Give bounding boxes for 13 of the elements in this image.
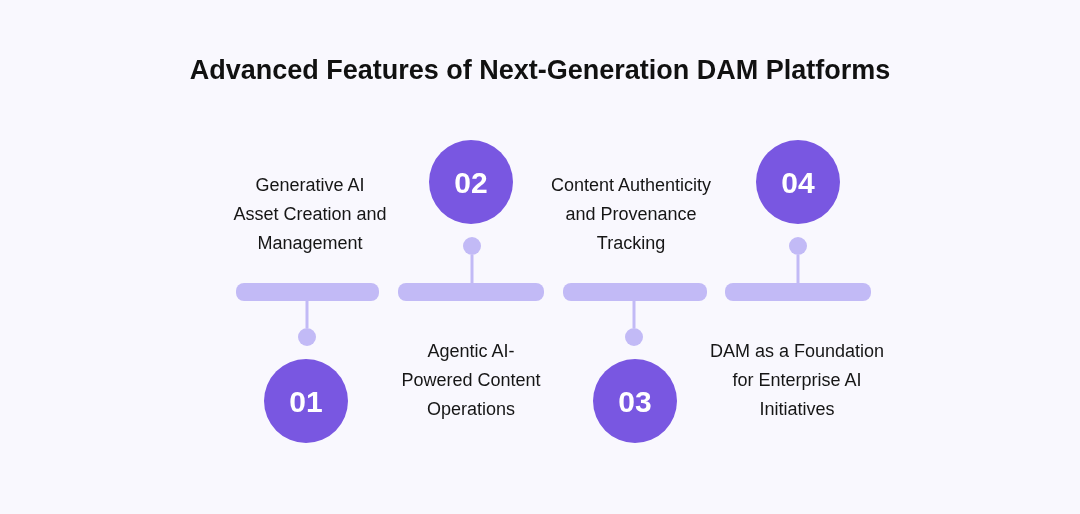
feature-label: Generative AI Asset Creation and Management <box>232 174 388 255</box>
feature-label: Content Authenticity and Provenance Tracking <box>549 174 713 255</box>
diagram-title: Advanced Features of Next-Generation DAM Platforms <box>188 54 892 87</box>
timeline-bar <box>563 283 707 301</box>
timeline-bar <box>725 283 871 301</box>
timeline-bar <box>398 283 544 301</box>
timeline-bar <box>236 283 379 301</box>
connector-line <box>796 255 800 283</box>
feature-label: DAM as a Foundation for Enterprise AI Initiatives <box>708 340 886 421</box>
connector-line <box>632 301 636 328</box>
connector-line <box>305 301 309 328</box>
connector-line <box>470 255 474 283</box>
feature-label: Agentic AI- Powered Content Operations <box>400 340 542 421</box>
